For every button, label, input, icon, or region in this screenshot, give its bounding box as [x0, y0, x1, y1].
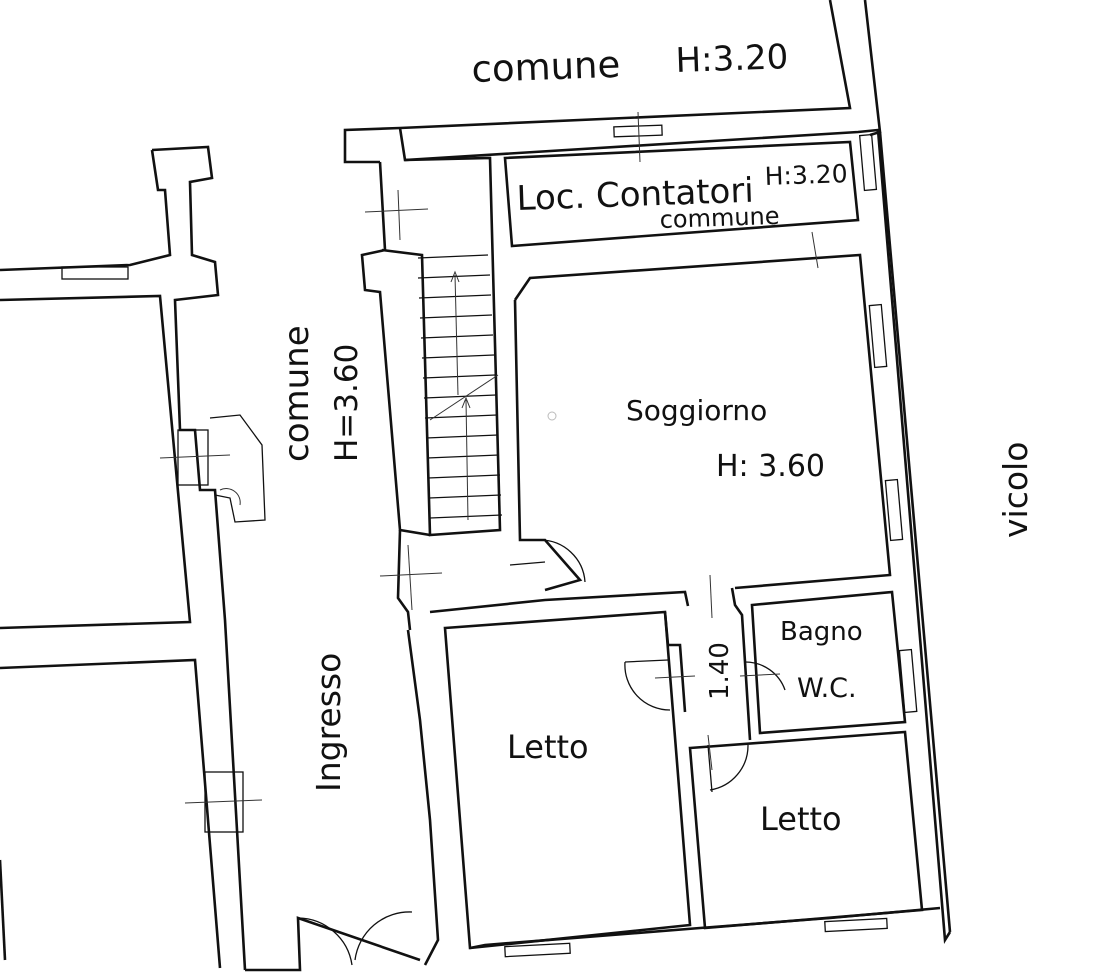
watermark-dot — [547, 411, 557, 421]
hall-width-label: 1.40 — [705, 642, 735, 700]
walls — [0, 0, 952, 972]
meter-room-note-label: commune — [659, 202, 780, 234]
living-room-label: Soggiorno — [626, 394, 767, 427]
meter-room-label: Loc. Contatori — [516, 171, 755, 219]
living-room-height-label: H: 3.60 — [716, 449, 825, 484]
bedroom-1-label: Letto — [507, 728, 589, 766]
staircase — [417, 254, 503, 521]
common-top-label: comune — [471, 43, 621, 91]
common-corridor-label: comune — [277, 325, 317, 462]
alley-label: vicolo — [996, 442, 1035, 538]
doors — [209, 414, 786, 966]
bathroom-label: Bagno — [780, 617, 863, 647]
entrance-label: Ingresso — [309, 653, 348, 792]
height-top-label: H:3.20 — [675, 37, 789, 81]
bathroom-wc-label: W.C. — [797, 673, 857, 704]
windows — [61, 111, 918, 958]
meter-room-height-label: H:3.20 — [764, 159, 848, 191]
corridor-height-label: H=3.60 — [329, 344, 365, 462]
bedroom-2-label: Letto — [760, 800, 842, 838]
labels: comune H:3.20 Loc. Contatori H:3.20 comm… — [277, 37, 1035, 838]
